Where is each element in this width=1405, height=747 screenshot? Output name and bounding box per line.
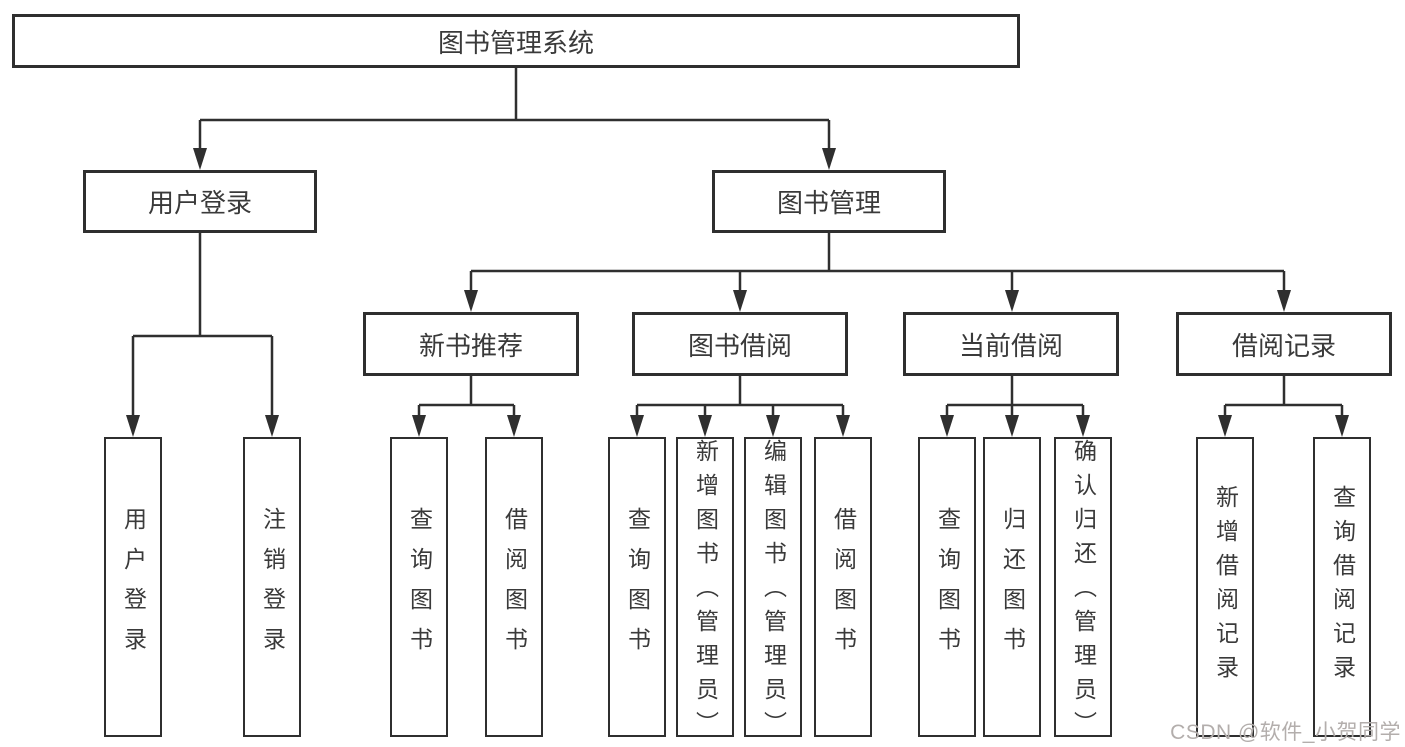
leaf-query-books-borrow: 查询图书	[608, 437, 666, 737]
leaf-borrow-books-recommend: 借阅图书	[485, 437, 543, 737]
node-current-borrowing: 当前借阅	[903, 312, 1119, 376]
leaf-query-borrow-record: 查询借阅记录	[1313, 437, 1371, 737]
leaf-add-books-admin: 新增图书（管理员）	[676, 437, 734, 745]
arrowheads	[126, 148, 1349, 437]
leaf-return-books: 归还图书	[983, 437, 1041, 737]
node-book-management: 图书管理	[712, 170, 946, 233]
node-library-management-system: 图书管理系统	[12, 14, 1020, 68]
leaf-query-books-current: 查询图书	[918, 437, 976, 737]
leaf-logout: 注销登录	[243, 437, 301, 737]
leaf-edit-books-admin: 编辑图书（管理员）	[744, 437, 802, 745]
node-user-login: 用户登录	[83, 170, 317, 233]
leaf-add-borrow-record: 新增借阅记录	[1196, 437, 1254, 737]
node-new-book-recommendation: 新书推荐	[363, 312, 579, 376]
node-borrowing-records: 借阅记录	[1176, 312, 1392, 376]
leaf-query-books-recommend: 查询图书	[390, 437, 448, 737]
node-book-borrowing: 图书借阅	[632, 312, 848, 376]
leaf-borrow-books: 借阅图书	[814, 437, 872, 737]
csdn-watermark: CSDN @软件_小贺同学	[1170, 721, 1401, 744]
leaf-confirm-return-admin: 确认归还（管理员）	[1054, 437, 1112, 745]
leaf-user-login: 用户登录	[104, 437, 162, 737]
